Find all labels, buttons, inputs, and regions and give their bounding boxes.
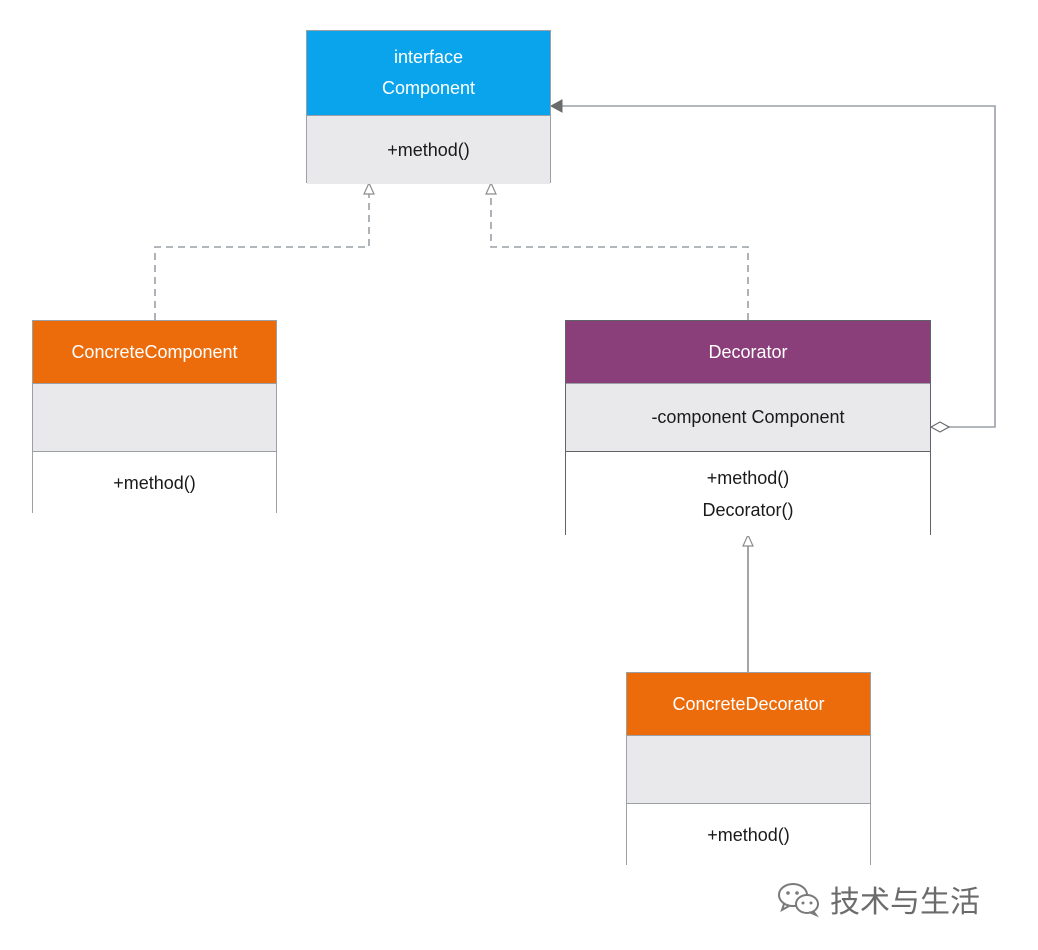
watermark: 技术与生活 bbox=[776, 876, 980, 922]
class-methods-concrete-component: +method() bbox=[33, 451, 276, 514]
realization-concrete-component-line bbox=[154, 194, 370, 320]
class-name: Component bbox=[381, 78, 476, 98]
class-method: +method() bbox=[387, 140, 470, 160]
class-method: +method() bbox=[707, 825, 790, 845]
aggregation-arrowhead bbox=[549, 99, 563, 113]
class-attributes-empty bbox=[627, 735, 870, 803]
aggregation-diamond bbox=[929, 421, 951, 433]
class-method: +method() bbox=[706, 468, 790, 488]
class-attribute: -component Component bbox=[651, 407, 845, 427]
class-attributes-empty bbox=[33, 383, 276, 451]
class-name: ConcreteComponent bbox=[71, 341, 238, 362]
wechat-icon bbox=[776, 880, 822, 918]
realization-decorator-arrowhead bbox=[485, 181, 497, 195]
class-methods-component: +method() bbox=[307, 115, 550, 184]
realization-concrete-component-arrowhead bbox=[363, 181, 375, 195]
class-name: ConcreteDecorator bbox=[672, 693, 825, 714]
class-name: Decorator bbox=[708, 341, 788, 362]
watermark-text: 技术与生活 bbox=[830, 885, 980, 920]
class-constructor: Decorator() bbox=[702, 500, 794, 520]
class-component: interface Component +method() bbox=[306, 30, 551, 184]
class-concrete-decorator: ConcreteDecorator +method() bbox=[626, 672, 871, 866]
class-attributes-decorator: -component Component bbox=[566, 383, 930, 451]
class-stereotype: interface bbox=[393, 47, 464, 67]
class-methods-decorator: +method() Decorator() bbox=[566, 451, 930, 536]
class-header-component: interface Component bbox=[307, 31, 550, 115]
class-method: +method() bbox=[113, 473, 196, 493]
class-methods-concrete-decorator: +method() bbox=[627, 803, 870, 866]
realization-decorator-line bbox=[490, 194, 749, 320]
class-header-concrete-component: ConcreteComponent bbox=[33, 321, 276, 383]
generalization-concrete-decorator-arrowhead bbox=[742, 533, 754, 547]
aggregation-decorator-component-line bbox=[561, 105, 996, 428]
class-header-decorator: Decorator bbox=[566, 321, 930, 383]
class-decorator: Decorator -component Component +method()… bbox=[565, 320, 931, 536]
class-concrete-component: ConcreteComponent +method() bbox=[32, 320, 277, 514]
class-header-concrete-decorator: ConcreteDecorator bbox=[627, 673, 870, 735]
